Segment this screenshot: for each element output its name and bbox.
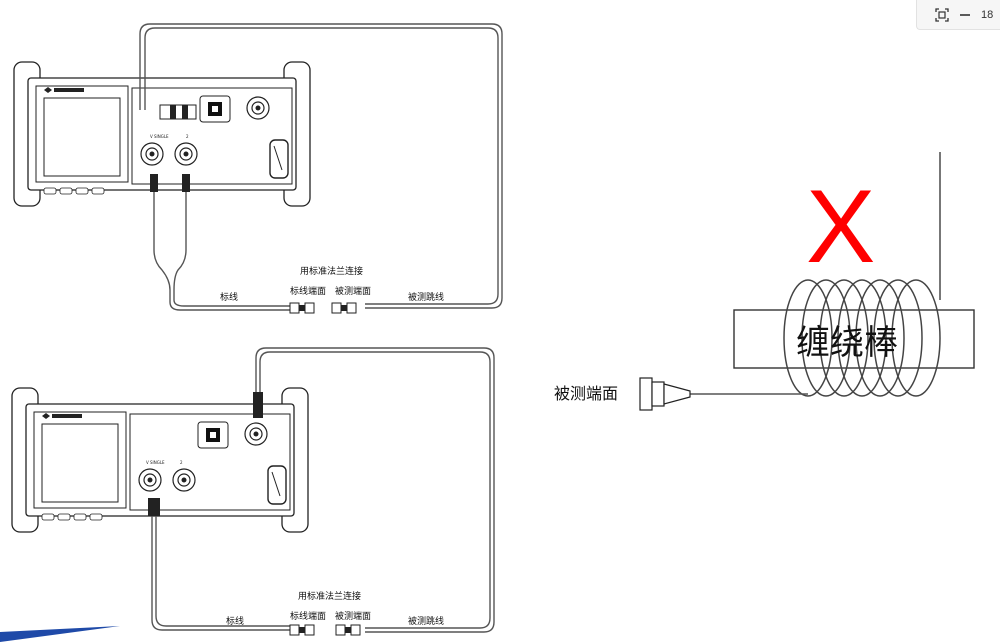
top-dut-cable-label: 被测跳线 xyxy=(408,291,444,303)
bottom-dut-connector-icon xyxy=(335,624,361,636)
bottom-dut-cable-label: 被测跳线 xyxy=(408,615,444,627)
right-dut-face-label: 被测端面 xyxy=(554,384,618,403)
bottom-dut-face-label: 被测端面 xyxy=(335,610,371,622)
accent-stripe xyxy=(0,626,120,642)
fit-screen-icon[interactable] xyxy=(935,7,949,22)
bottom-ref-face-label: 标线端面 xyxy=(290,610,326,622)
top-setup: V SINGLE 2 用标准法兰连接 标线 标线端面 被测端面 被测跳线 xyxy=(13,23,503,314)
top-ref-cable-label: 标线 xyxy=(220,291,238,303)
bottom-ref-cable-label: 标线 xyxy=(226,615,244,627)
bottom-port-2-label: 2 xyxy=(180,460,183,465)
top-ref-face-label: 标线端面 xyxy=(290,285,326,297)
bottom-port-v-single-label: V SINGLE xyxy=(146,460,165,465)
top-flange-label: 用标准法兰连接 xyxy=(300,265,363,277)
top-dut-connector-icon xyxy=(331,302,357,314)
zoom-out-icon[interactable] xyxy=(959,9,971,21)
viewer-toolbar: 18 xyxy=(916,0,1000,30)
rod-label: 缠绕棒 xyxy=(796,323,898,363)
fiber-coils xyxy=(783,279,941,397)
bottom-setup: V SINGLE 2 用标准法兰连接 标线 标线端面 被测端面 被测跳线 xyxy=(11,347,495,636)
right-panel: 被测端面 缠绕棒 X xyxy=(554,152,975,411)
top-port-v-single-label: V SINGLE xyxy=(150,134,169,139)
zoom-value: 18 xyxy=(981,8,994,21)
top-fibers xyxy=(139,23,503,311)
cross-mark: X xyxy=(806,169,875,285)
top-port-2-label: 2 xyxy=(186,134,189,139)
bottom-ref-connector-icon xyxy=(289,624,315,636)
top-ref-connector-icon xyxy=(289,302,315,314)
bottom-fibers xyxy=(151,347,495,633)
dut-connector-icon xyxy=(639,377,691,411)
winding-rod xyxy=(733,309,975,369)
top-dut-face-label: 被测端面 xyxy=(335,285,371,297)
bottom-flange-label: 用标准法兰连接 xyxy=(298,590,361,602)
